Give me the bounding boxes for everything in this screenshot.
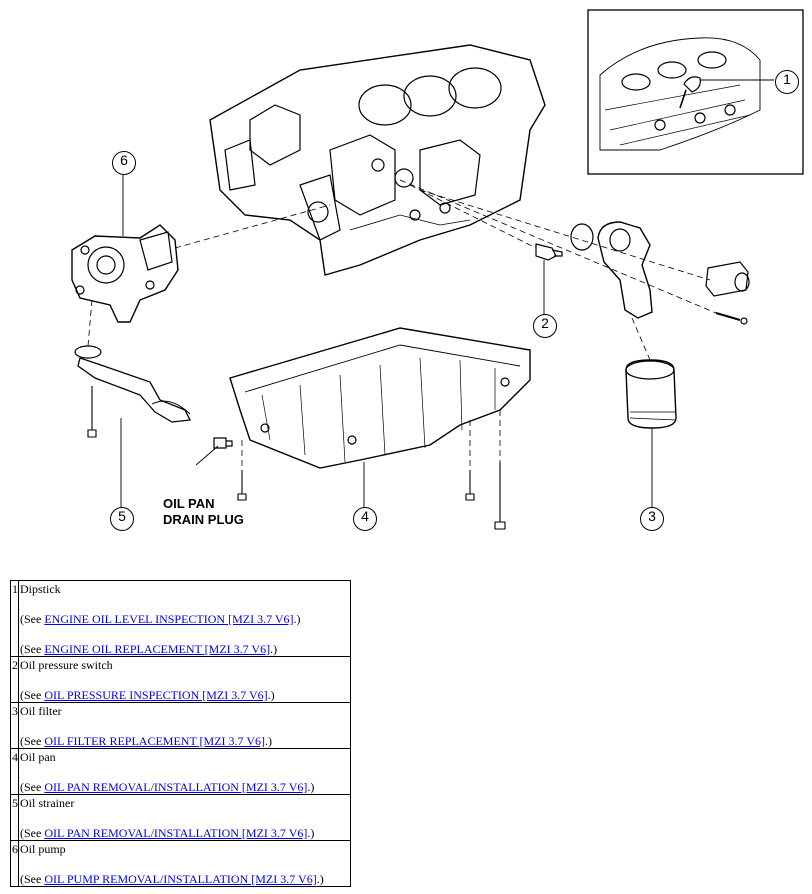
callout-5-label: 5	[118, 508, 126, 524]
table-row: 2 Oil pressure switch (See OIL PRESSURE …	[10, 656, 351, 703]
table-row: 6 Oil pump (See OIL PUMP REMOVAL/INSTALL…	[10, 840, 351, 887]
ref-link-oil-pan-removal-installation[interactable]: OIL PAN REMOVAL/INSTALLATION [MZI 3.7 V6…	[44, 780, 308, 794]
ref-link-oil-filter-replacement[interactable]: OIL FILTER REPLACEMENT [MZI 3.7 V6]	[44, 734, 265, 748]
table-row: 5 Oil strainer (See OIL PAN REMOVAL/INST…	[10, 794, 351, 841]
part-ref: (See ENGINE OIL LEVEL INSPECTION [MZI 3.…	[20, 612, 301, 626]
drain-plug-part	[195, 437, 233, 466]
part-ref: (See OIL PAN REMOVAL/INSTALLATION [MZI 3…	[20, 780, 315, 794]
callout-2-label: 2	[541, 315, 549, 331]
drain-plug-label: OIL PAN DRAIN PLUG	[163, 496, 244, 528]
oil-pressure-switch-part	[535, 243, 563, 261]
ref-link-oil-pressure-inspection[interactable]: OIL PRESSURE INSPECTION [MZI 3.7 V6]	[44, 688, 268, 702]
oil-pan-part	[229, 327, 531, 469]
part-number: 3	[10, 702, 19, 749]
parts-table: 1 Dipstick (See ENGINE OIL LEVEL INSPECT…	[10, 580, 351, 887]
part-ref: (See ENGINE OIL REPLACEMENT [MZI 3.7 V6]…	[20, 642, 278, 656]
part-ref: (See OIL PAN REMOVAL/INSTALLATION [MZI 3…	[20, 826, 315, 840]
part-name: Dipstick	[20, 582, 61, 596]
drain-plug-label-line-2: DRAIN PLUG	[163, 512, 244, 527]
table-row: 1 Dipstick (See ENGINE OIL LEVEL INSPECT…	[10, 580, 351, 657]
part-name: Oil pressure switch	[20, 658, 113, 672]
leader-lines	[120, 170, 653, 508]
bolts	[87, 386, 506, 530]
ref-link-oil-pan-removal-installation[interactable]: OIL PAN REMOVAL/INSTALLATION [MZI 3.7 V6…	[44, 826, 308, 840]
part-number: 2	[10, 656, 19, 703]
table-row: 4 Oil pan (See OIL PAN REMOVAL/INSTALLAT…	[10, 748, 351, 795]
callout-6: 6	[112, 151, 136, 175]
callout-2: 2	[533, 314, 557, 338]
oil-pump-part	[71, 224, 179, 323]
oil-strainer-part	[74, 345, 191, 423]
part-number: 5	[10, 794, 19, 841]
callout-1: 1	[775, 70, 799, 94]
part-cell: Oil pan (See OIL PAN REMOVAL/INSTALLATIO…	[18, 748, 351, 795]
ref-link-oil-pump-removal-installation[interactable]: OIL PUMP REMOVAL/INSTALLATION [MZI 3.7 V…	[44, 872, 317, 886]
oil-filter-part	[625, 359, 677, 429]
callout-6-label: 6	[120, 152, 128, 168]
drain-plug-label-line-1: OIL PAN	[163, 496, 215, 511]
part-cell: Oil filter (See OIL FILTER REPLACEMENT […	[18, 702, 351, 749]
part-ref: (See OIL PRESSURE INSPECTION [MZI 3.7 V6…	[20, 688, 275, 702]
part-name: Oil filter	[20, 704, 62, 718]
callout-3: 3	[640, 507, 664, 531]
callout-1-label: 1	[783, 71, 791, 87]
part-number: 4	[10, 748, 19, 795]
part-number: 1	[10, 580, 19, 657]
part-cell: Dipstick (See ENGINE OIL LEVEL INSPECTIO…	[18, 580, 351, 657]
part-ref: (See OIL FILTER REPLACEMENT [MZI 3.7 V6]…	[20, 734, 272, 748]
part-cell: Oil strainer (See OIL PAN REMOVAL/INSTAL…	[18, 794, 351, 841]
callout-5: 5	[110, 507, 134, 531]
oil-filter-adapter-part	[570, 221, 750, 325]
callout-4-label: 4	[361, 508, 369, 524]
ref-link-engine-oil-replacement[interactable]: ENGINE OIL REPLACEMENT [MZI 3.7 V6]	[44, 642, 271, 656]
part-name: Oil pan	[20, 750, 56, 764]
part-name: Oil strainer	[20, 796, 75, 810]
part-name: Oil pump	[20, 842, 66, 856]
assembly-lines	[87, 179, 717, 470]
part-cell: Oil pressure switch (See OIL PRESSURE IN…	[18, 656, 351, 703]
part-number: 6	[10, 840, 19, 887]
callout-3-label: 3	[648, 508, 656, 524]
engine-block	[209, 44, 546, 276]
part-ref: (See OIL PUMP REMOVAL/INSTALLATION [MZI …	[20, 872, 324, 886]
table-row: 3 Oil filter (See OIL FILTER REPLACEMENT…	[10, 702, 351, 749]
exploded-view-diagram	[71, 9, 804, 530]
ref-link-engine-oil-level-inspection[interactable]: ENGINE OIL LEVEL INSPECTION [MZI 3.7 V6]	[44, 612, 294, 626]
inset-dipstick-detail	[587, 9, 804, 175]
part-cell: Oil pump (See OIL PUMP REMOVAL/INSTALLAT…	[18, 840, 351, 887]
callout-4: 4	[353, 507, 377, 531]
